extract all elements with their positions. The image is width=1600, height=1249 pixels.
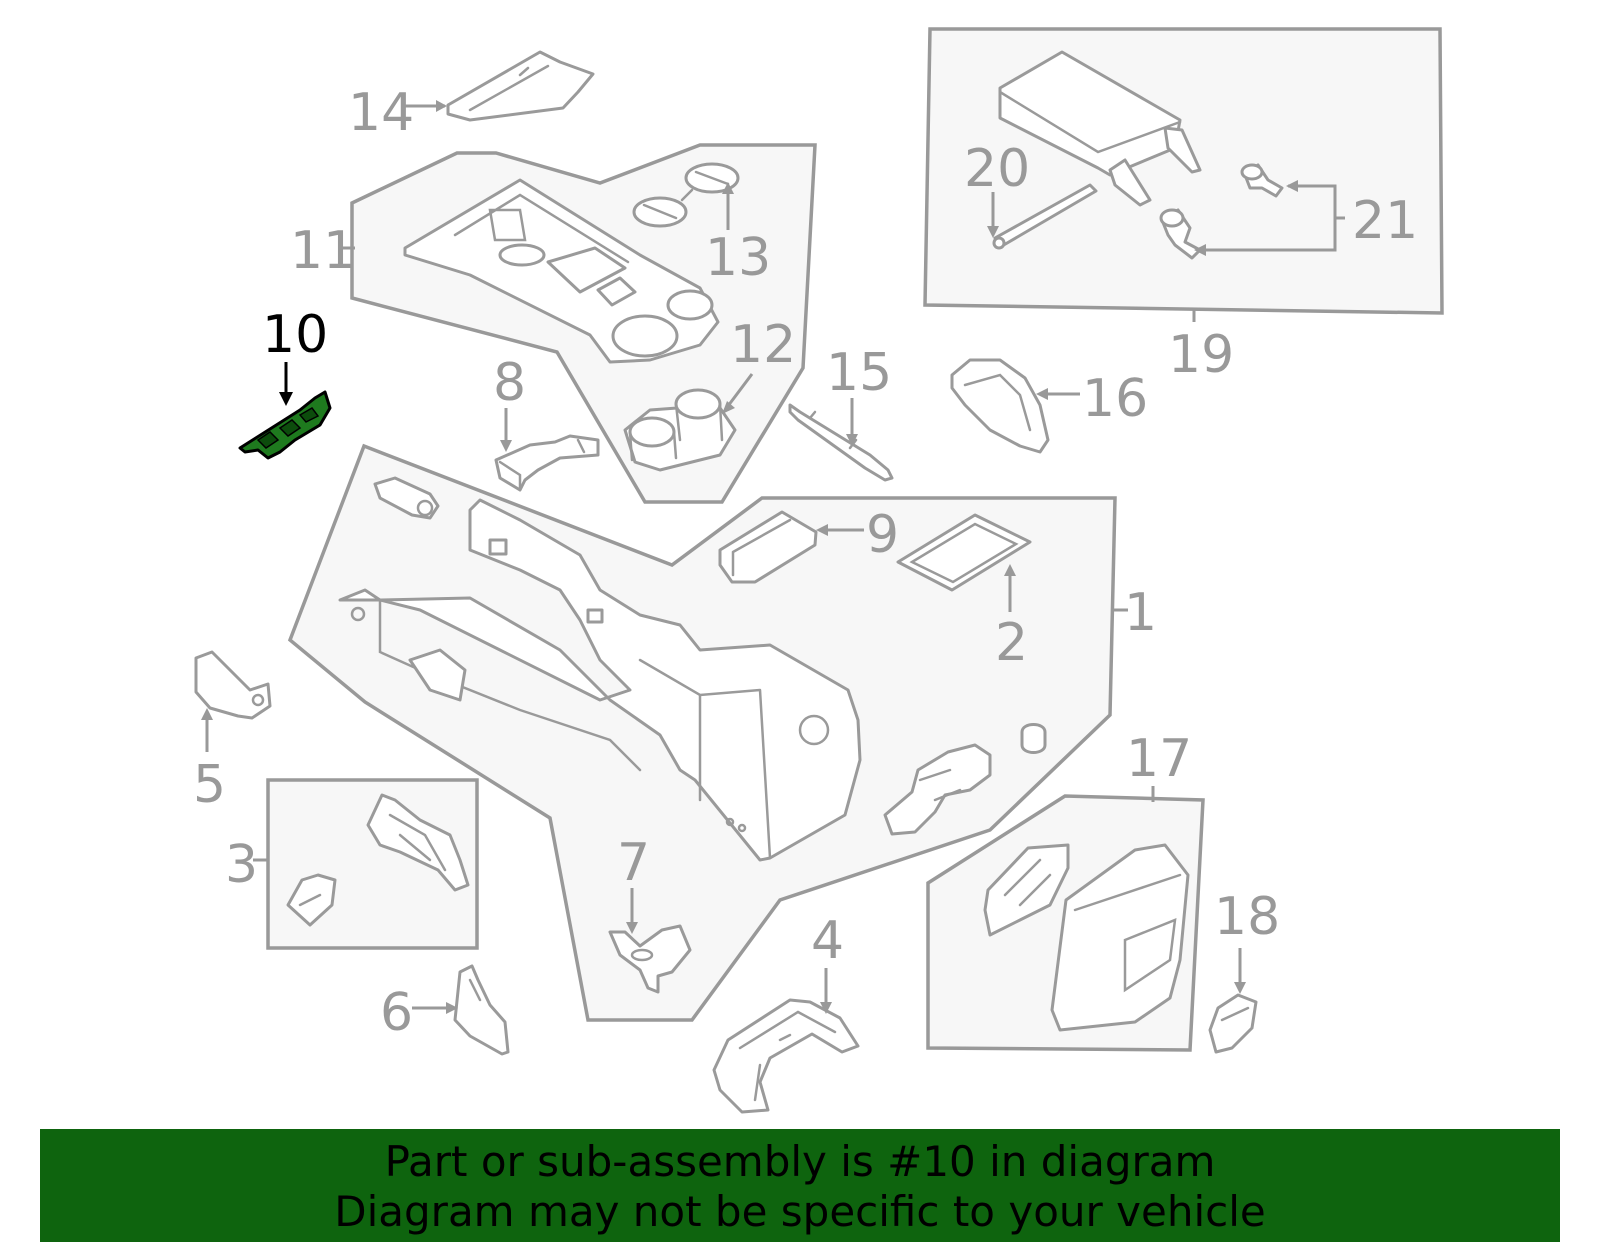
part-10-switch-bracket[interactable] — [238, 390, 332, 460]
callout-16: 16 — [1082, 369, 1148, 429]
part-1-mount-bracket[interactable] — [883, 743, 992, 836]
callout-12: 12 — [730, 315, 796, 375]
banner-line-1: Part or sub-assembly is #10 in diagram — [384, 1137, 1216, 1186]
callout-1: 1 — [1124, 583, 1157, 643]
part-9-tray[interactable] — [718, 510, 818, 584]
part-12-cupholder-insert[interactable] — [623, 388, 737, 472]
callout-4: 4 — [811, 911, 844, 971]
part-2-mat[interactable] — [896, 513, 1032, 592]
callout-5: 5 — [193, 755, 226, 815]
part-16-cover[interactable] — [950, 358, 1050, 454]
part-6-side-panel[interactable] — [453, 964, 510, 1056]
callout-10: 10 — [262, 305, 328, 365]
part-1-center-console[interactable] — [338, 498, 862, 862]
part-17-trim-panels[interactable] — [983, 843, 1190, 1032]
info-banner: Part or sub-assembly is #10 in diagram D… — [40, 1129, 1560, 1242]
callout-18: 18 — [1214, 887, 1280, 947]
callout-3: 3 — [225, 835, 258, 895]
callout-15: 15 — [826, 343, 892, 403]
part-11-upper-console[interactable] — [403, 178, 720, 364]
callout-13: 13 — [705, 228, 771, 288]
part-1-plug[interactable] — [1020, 723, 1047, 754]
callout-14: 14 — [348, 83, 414, 143]
part-8-bracket[interactable] — [494, 434, 600, 492]
callout-17: 17 — [1126, 729, 1192, 789]
part-1-small-clip[interactable] — [373, 476, 440, 520]
part-18-knob[interactable] — [1208, 993, 1258, 1054]
part-4-mount-plate[interactable] — [712, 998, 860, 1114]
callout-9: 9 — [866, 505, 899, 565]
callout-7: 7 — [617, 833, 650, 893]
banner-line-2: Diagram may not be specific to your vehi… — [334, 1187, 1266, 1236]
part-21-pins[interactable] — [1159, 163, 1284, 260]
part-5-end-cap[interactable] — [194, 650, 272, 720]
part-20-hinge-rod[interactable] — [992, 183, 1098, 250]
callout-11: 11 — [290, 221, 356, 281]
callout-6: 6 — [380, 983, 413, 1043]
part-7-clip[interactable] — [608, 924, 692, 994]
callout-8: 8 — [493, 353, 526, 413]
part-13-cupholder-ring[interactable] — [632, 162, 740, 228]
callout-21: 21 — [1352, 191, 1418, 251]
part-19-armrest-lid[interactable] — [998, 50, 1202, 207]
part-15-rod[interactable] — [788, 403, 894, 482]
callout-2: 2 — [995, 613, 1028, 673]
part-3-brackets[interactable] — [286, 793, 470, 927]
callout-19: 19 — [1168, 325, 1234, 385]
callout-20: 20 — [964, 139, 1030, 199]
part-14-trim-panel[interactable] — [446, 50, 595, 122]
